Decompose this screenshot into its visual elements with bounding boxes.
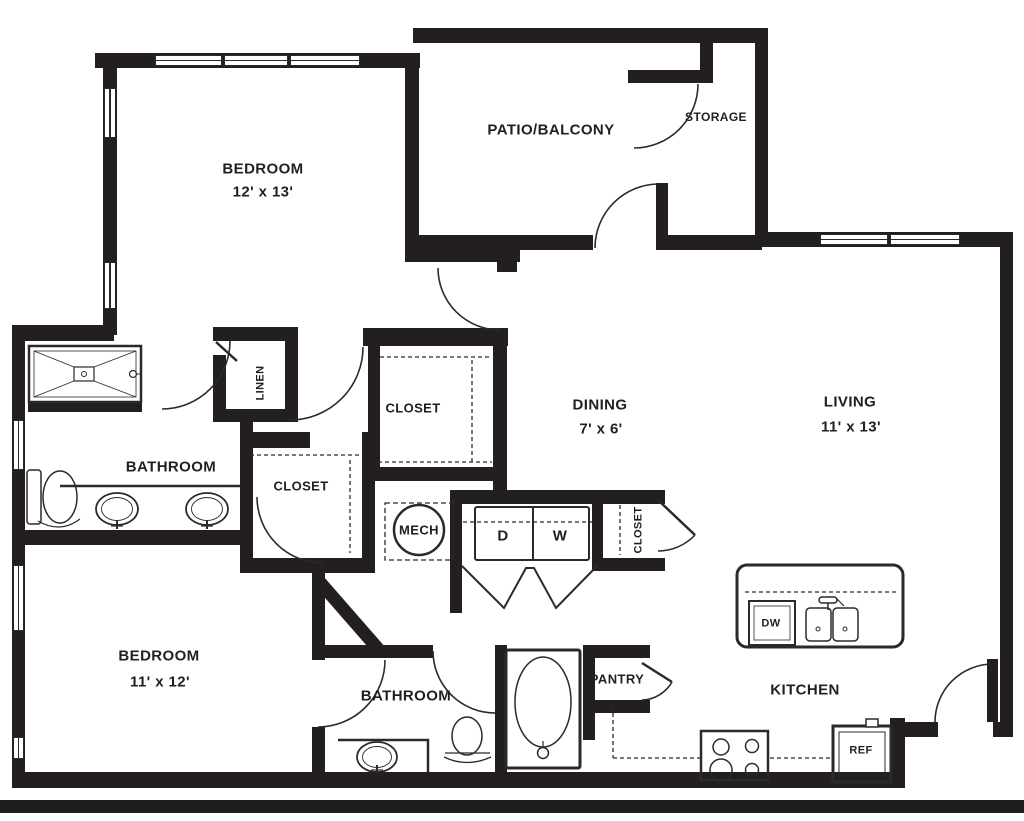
dryer-label: D [497, 527, 509, 545]
hall-closet-label: CLOSET [632, 506, 645, 554]
pantry-door [641, 661, 673, 701]
toilet-icon [443, 716, 492, 764]
window-icon [104, 88, 116, 138]
bathroom2-label: BATHROOM [360, 687, 452, 705]
linen-label: LINEN [254, 365, 267, 401]
bedroom2-label: BEDROOM [118, 647, 200, 665]
kitchen-label: KITCHEN [770, 681, 840, 699]
window-icon [820, 234, 888, 245]
toilet-icon [26, 469, 81, 528]
living-dims: 11' x 13' [821, 418, 881, 436]
refrigerator-label: REF [849, 744, 873, 757]
double-vanity-sinks-icon [60, 484, 240, 529]
linen-door-leaf [215, 341, 238, 362]
ground-shadow-line [0, 800, 1024, 813]
living-label: LIVING [823, 393, 877, 411]
dining-dims: 7' x 6' [579, 420, 623, 438]
window-icon [13, 737, 24, 759]
bifold-doors-icon [461, 565, 598, 610]
window-icon [224, 55, 288, 66]
single-sink-icon [338, 738, 430, 773]
dining-label: DINING [572, 396, 628, 414]
pantry-label: PANTRY [589, 671, 645, 687]
washer-dryer-icon [474, 506, 590, 561]
shower-icon [27, 344, 143, 404]
window-icon [13, 420, 24, 470]
mech-unit-icon [392, 503, 446, 557]
bathtub-icon [504, 648, 582, 770]
hall-closet-door [657, 499, 696, 552]
bedroom1-dims: 12' x 13' [232, 183, 294, 201]
kitchen-sink-icon [805, 596, 859, 642]
patio-label: PATIO/BALCONY [487, 121, 615, 139]
refrigerator-icon [831, 718, 893, 784]
bedroom1-label: BEDROOM [222, 160, 304, 178]
walkin-closet-label: CLOSET [385, 400, 441, 416]
window-icon [290, 55, 360, 66]
entry-door-leaf [987, 659, 998, 722]
kitchen-island-icon [735, 563, 905, 649]
bedroom2-dims: 11' x 12' [130, 673, 190, 691]
dishwasher-icon [748, 600, 796, 646]
dishwasher-label: DW [761, 617, 781, 630]
bathroom1-label: BATHROOM [125, 458, 217, 476]
window-icon [13, 565, 24, 631]
window-icon [890, 234, 960, 245]
window-icon [104, 262, 116, 309]
shelf-and-counter-dashes [250, 356, 896, 759]
washer-label: W [552, 527, 568, 545]
mech-label: MECH [399, 522, 439, 538]
window-icon [155, 55, 222, 66]
stove-icon [699, 729, 770, 782]
bedroom2-closet-label: CLOSET [273, 478, 329, 494]
storage-label: STORAGE [685, 110, 747, 124]
